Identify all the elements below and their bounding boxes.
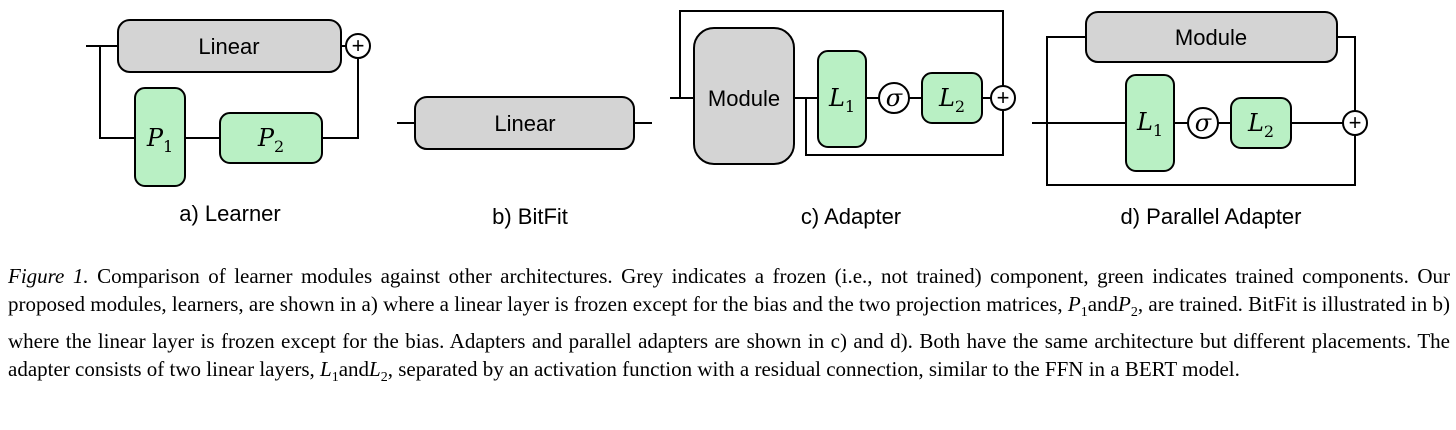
caption-l2: L2: [369, 357, 388, 386]
learner-p1-label: P1: [146, 124, 173, 156]
adapter-l2-label: L2: [938, 84, 965, 116]
adapter-module-box: [693, 27, 795, 165]
learner-caption: a) Learner: [179, 201, 281, 226]
caption-and-2: and: [338, 357, 370, 382]
learner-branch-line: [99, 46, 135, 139]
architecture-figure: Linear P1 P2 + a) Learner Linear b) BitF…: [86, 10, 1368, 229]
panel-parallel-adapter: Module L1 σ L2 + d) Parallel Adapter: [1032, 11, 1368, 229]
parallel-module-label: Module: [1175, 25, 1247, 50]
adapter-plus-node: [990, 85, 1016, 111]
bitfit-linear-box: [414, 96, 635, 150]
caption-p2: P2: [1118, 292, 1138, 321]
adapter-plus-label: +: [997, 85, 1010, 110]
figure-caption: Figure 1. Comparison of learner modules …: [8, 262, 1450, 392]
parallel-l1-box: [1125, 74, 1175, 172]
adapter-sigma-label: σ: [886, 84, 903, 112]
adapter-module-label: Module: [708, 86, 780, 111]
learner-linear-box: [117, 19, 342, 73]
parallel-sigma-node: [1187, 107, 1219, 139]
parallel-l2-label: L2: [1247, 109, 1274, 141]
learner-plus-node: [345, 33, 371, 59]
parallel-module-return-line: [1337, 36, 1356, 111]
parallel-l1-label: L1: [1136, 108, 1163, 140]
parallel-module-branch-line: [1046, 36, 1086, 123]
parallel-module-box: [1085, 11, 1338, 63]
adapter-sigma-node: [878, 82, 910, 114]
learner-p1-box: [134, 87, 186, 187]
learner-return-line: [322, 59, 359, 139]
parallel-l2-box: [1230, 97, 1292, 149]
adapter-outer-residual-line: [679, 10, 1004, 98]
bitfit-caption: b) BitFit: [492, 204, 568, 229]
caption-and-1: and: [1087, 292, 1119, 316]
adapter-l2-box: [921, 72, 983, 124]
parallel-sigma-label: σ: [1195, 109, 1212, 137]
caption-l1: L1: [320, 357, 339, 386]
parallel-plus-node: [1342, 110, 1368, 136]
caption-text-2: , are trained. BitFit is illustrated in …: [8, 292, 1450, 382]
adapter-inner-residual-line: [805, 98, 1004, 156]
parallel-residual-line: [1046, 123, 1356, 186]
learner-plus-label: +: [352, 33, 365, 58]
panel-adapter: Module L1 σ L2 + c) Adapter: [670, 10, 1016, 229]
adapter-caption: c) Adapter: [801, 204, 901, 229]
parallel-plus-label: +: [1349, 110, 1362, 135]
learner-p2-label: P2: [257, 124, 284, 156]
parallel-caption: d) Parallel Adapter: [1121, 204, 1302, 229]
adapter-l1-label: L1: [828, 84, 855, 116]
caption-text-3: , separated by an activation function wi…: [387, 357, 1240, 382]
bitfit-linear-label: Linear: [494, 111, 555, 136]
adapter-l1-box: [817, 50, 867, 148]
learner-p2-box: [219, 112, 323, 164]
learner-linear-label: Linear: [198, 34, 259, 59]
caption-p1: P1: [1067, 292, 1088, 321]
figure-label: Figure 1.: [8, 264, 89, 288]
caption-text-1: Comparison of learner modules against ot…: [8, 264, 1450, 316]
panel-learner: Linear P1 P2 + a) Learner: [86, 19, 371, 226]
panel-bitfit: Linear b) BitFit: [397, 96, 652, 229]
